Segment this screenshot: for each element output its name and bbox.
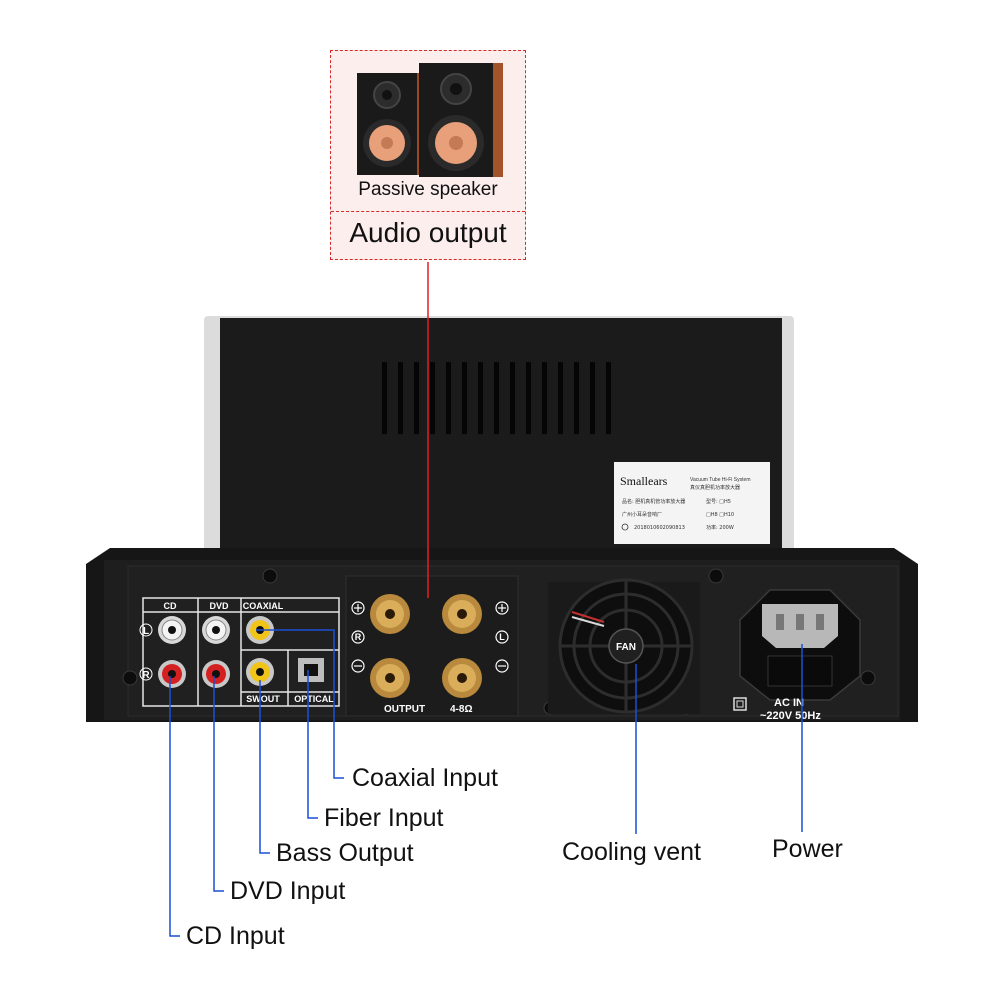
input-panel-text: CD DVD COAXIAL SWOUT OPTICAL: [164, 601, 335, 704]
callout-divider: [331, 211, 525, 212]
leader-lines: [169, 262, 803, 937]
cage-vent-slots: [382, 362, 611, 434]
fan-icon: FAN: [548, 578, 700, 714]
cn-line: 真仪真胆机功率放大器: [690, 484, 740, 491]
coaxial-leader: [256, 629, 344, 779]
label-row-3: 广州小耳朵音响厂: [622, 511, 662, 518]
label-row-5: 2018010602090813: [634, 525, 685, 531]
output-terminal-2: [442, 594, 482, 634]
brand-name: Smallears: [620, 474, 668, 488]
cd-group-label: CD: [164, 601, 177, 611]
bass-leader: [259, 680, 270, 854]
cooling-vent-label: Cooling vent: [562, 838, 701, 866]
label-row-4: □H8 □H10: [706, 512, 734, 518]
output-right-marker: R: [355, 632, 362, 642]
label-row-1: 品名: 胆机真机管功率放大器: [622, 498, 685, 505]
audio-output-callout: Passive speaker Audio output: [330, 50, 526, 260]
coaxial-input-label: Coaxial Input: [352, 764, 498, 792]
output-terminal-4: [442, 658, 482, 698]
impedance-label: 4-8Ω: [450, 704, 472, 715]
passive-speaker-image: [357, 63, 503, 177]
dvd-leader: [213, 676, 224, 892]
dvd-right-jack: [202, 660, 230, 688]
optical-port: [298, 658, 324, 682]
input-left-marker: L: [143, 626, 149, 637]
fan-label: FAN: [616, 642, 636, 653]
output-label: OUTPUT: [384, 704, 425, 715]
bass-output-label: Bass Output: [276, 839, 414, 867]
voltage-label: ~220V 50Hz: [760, 710, 821, 722]
model-line: Vacuum Tube Hi-Fi System: [690, 477, 750, 483]
swout-group-label: SWOUT: [246, 694, 280, 704]
label-row-6: 功率: 200W: [706, 524, 734, 531]
dvd-left-jack: [202, 616, 230, 644]
output-terminal-3: [370, 658, 410, 698]
input-right-marker: R: [142, 670, 150, 681]
power-label: Power: [772, 835, 843, 863]
output-left-marker: L: [499, 632, 505, 642]
speaker-caption: Passive speaker: [358, 179, 498, 200]
cd-left-jack: [158, 616, 186, 644]
fiber-input-label: Fiber Input: [324, 804, 444, 832]
cd-right-jack: [158, 660, 186, 688]
audio-output-label: Audio output: [349, 217, 507, 248]
output-panel: R L OUTPUT 4-8Ω: [345, 575, 519, 717]
power-socket: AC IN ~220V 50Hz: [733, 589, 861, 722]
tube-cage: Smallears Vacuum Tube Hi-Fi System 真仪真胆机…: [204, 316, 794, 554]
right-speaker-icon: [419, 63, 503, 177]
label-row-2: 型号: □H5: [706, 498, 731, 505]
output-terminal-1: [370, 594, 410, 634]
fiber-leader: [307, 670, 318, 819]
input-panel: [142, 597, 340, 707]
ac-in-label: AC IN: [774, 697, 804, 709]
product-label-sticker: [614, 462, 770, 544]
dvd-input-label: DVD Input: [230, 877, 346, 905]
cd-leader: [169, 676, 180, 937]
swout-jack: [246, 658, 274, 686]
cd-input-label: CD Input: [186, 922, 285, 950]
optical-group-label: OPTICAL: [294, 694, 334, 704]
dvd-group-label: DVD: [209, 601, 229, 611]
left-speaker-icon: [357, 73, 423, 175]
coaxial-group-label: COAXIAL: [243, 601, 284, 611]
